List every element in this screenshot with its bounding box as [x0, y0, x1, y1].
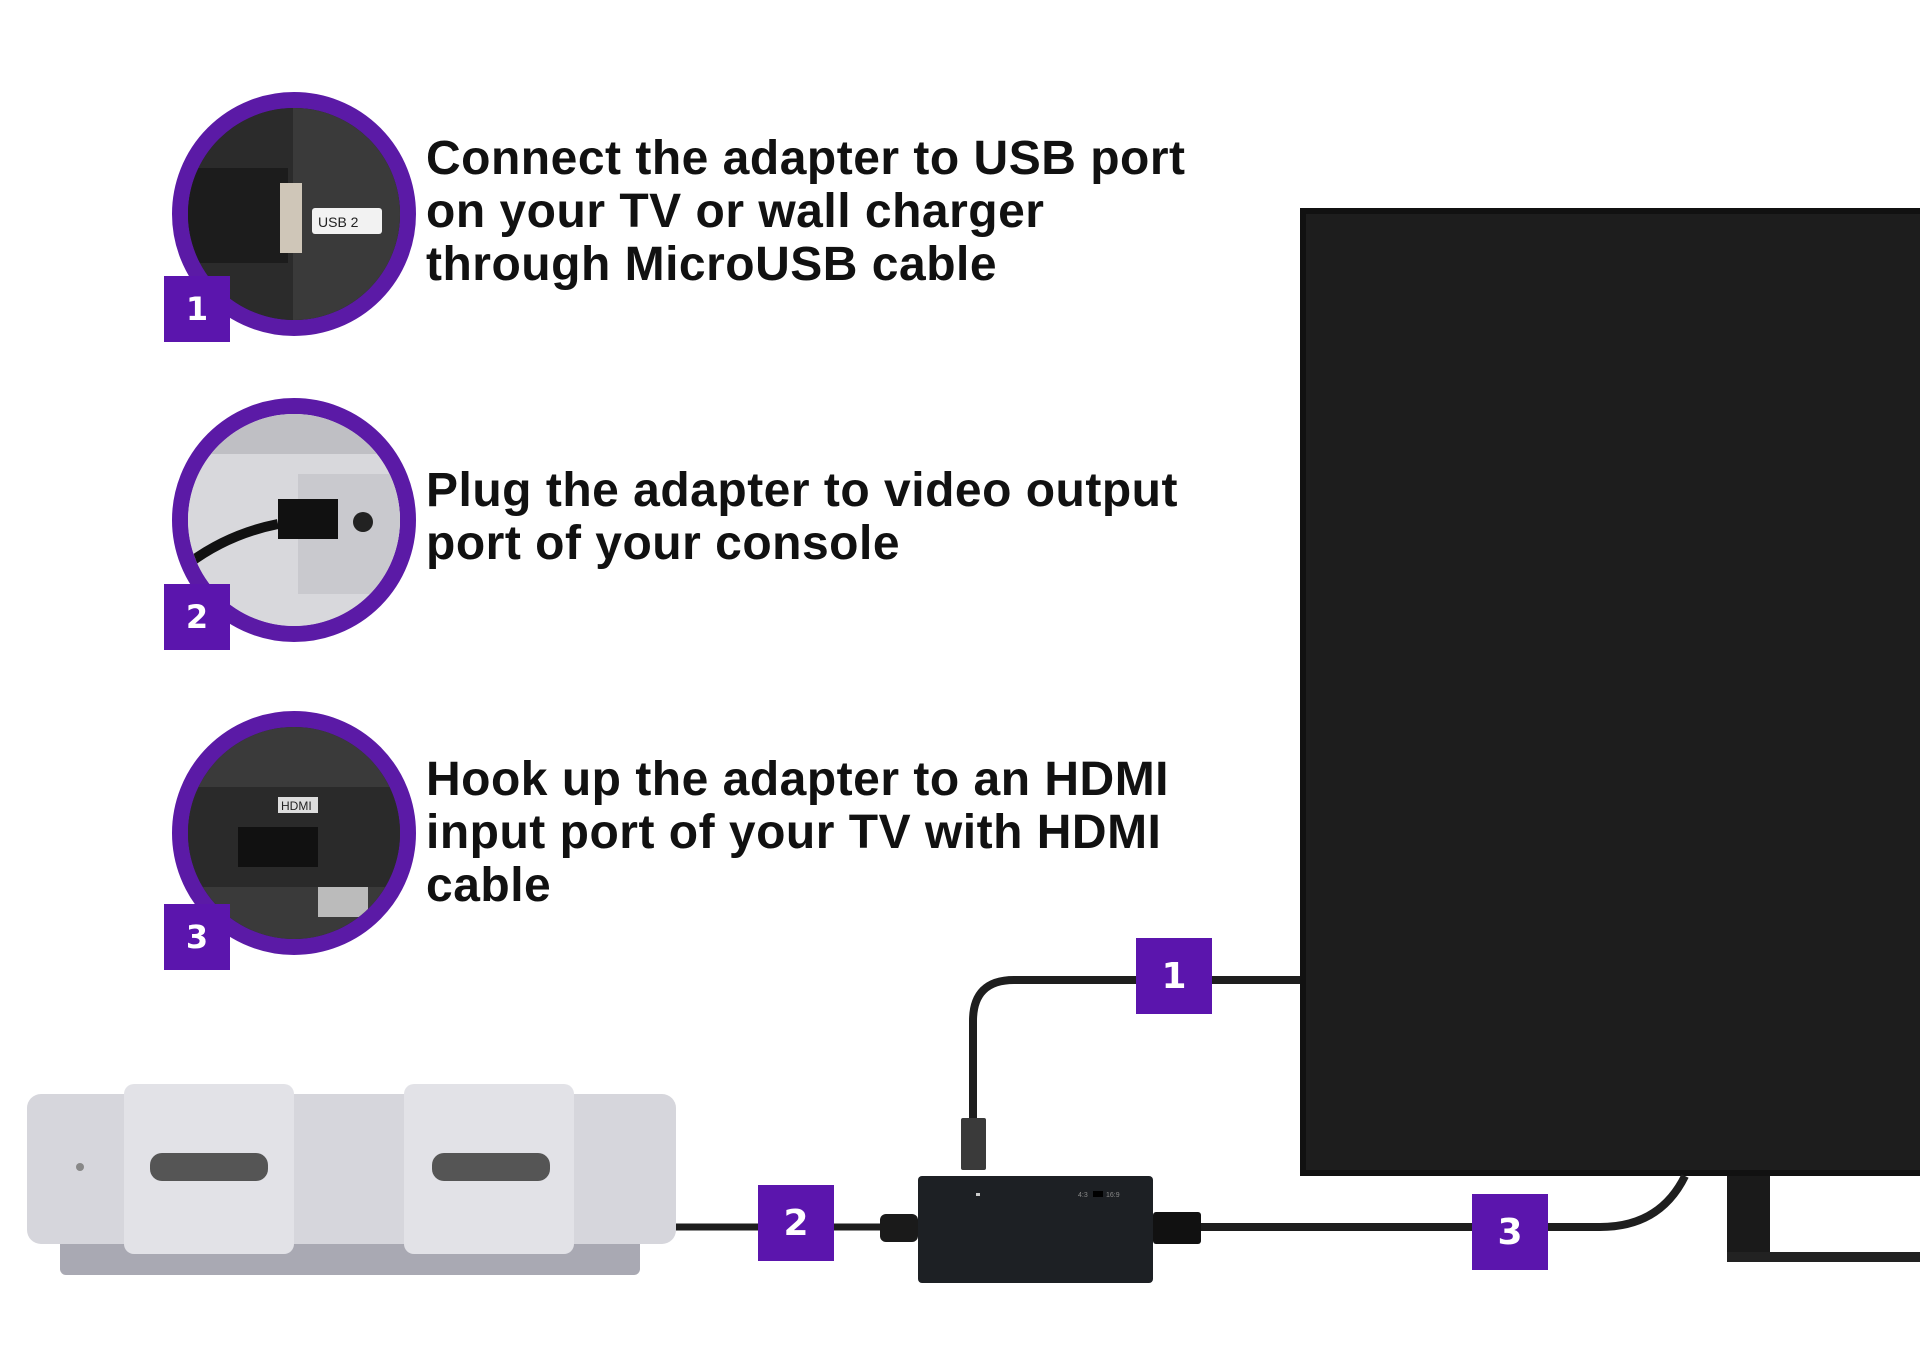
hdmi-cable	[1190, 1174, 1689, 1231]
hdmi-connector	[1153, 1212, 1201, 1244]
step-2-badge: 2	[164, 584, 230, 650]
switch-label-4-3: 4:3	[1078, 1192, 1088, 1199]
step-2-text: Plug the adapter to video output port of…	[426, 464, 1178, 570]
cable-3-badge: 3	[1472, 1194, 1548, 1270]
microusb-connector	[961, 1118, 986, 1170]
step-3-badge: 3	[164, 904, 230, 970]
cable-1-badge: 1	[1136, 938, 1212, 1014]
cable-2-badge: 2	[758, 1185, 834, 1261]
step-1-badge: 1	[164, 276, 230, 342]
tv	[1300, 208, 1920, 1262]
console	[27, 1084, 676, 1275]
step-3-text: Hook up the adapter to an HDMI input por…	[426, 753, 1170, 912]
hdmi-port-label: HDMI	[281, 799, 312, 813]
step-1-text: Connect the adapter to USB port on your …	[426, 132, 1186, 291]
adapter-box: 4:3 16:9	[918, 1176, 1153, 1283]
usb-cable	[969, 976, 1300, 1135]
switch-label-16-9: 16:9	[1106, 1192, 1120, 1199]
usb-port-label: USB 2	[318, 214, 359, 230]
